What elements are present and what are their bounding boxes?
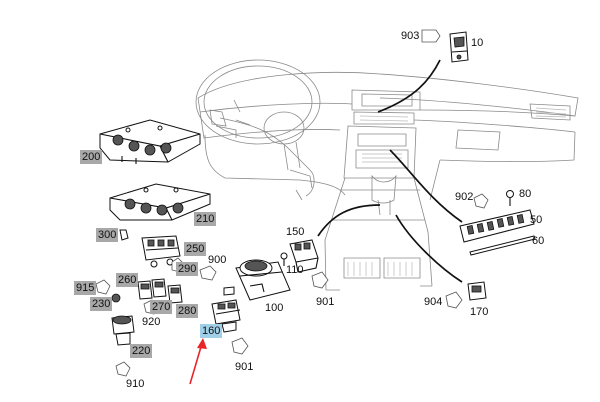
label-part-110: 110 (286, 264, 304, 276)
connector-tag-904 (445, 291, 463, 309)
label-part-910: 910 (126, 378, 145, 390)
red-arrow-head (197, 338, 207, 349)
label-part-50: 50 (530, 214, 543, 226)
label-part-150: 150 (286, 226, 305, 238)
label-part-100: 100 (265, 302, 284, 314)
label-part-80: 80 (519, 188, 532, 200)
leader-line-150 (317, 204, 381, 237)
leader-line-50 (389, 149, 463, 223)
part-170-switch (467, 281, 487, 301)
label-part-920: 920 (142, 316, 161, 328)
part-100-controller (235, 259, 291, 301)
label-part-10: 10 (471, 37, 484, 49)
connector-tag-901-upper (311, 271, 329, 289)
dashboard-outline (195, 59, 579, 291)
part-900-plug (223, 286, 235, 296)
label-part-230: 230 (90, 297, 113, 311)
label-part-260: 260 (116, 273, 139, 287)
label-part-300: 300 (96, 228, 119, 242)
part-300-clip (119, 229, 129, 241)
label-part-60: 60 (532, 235, 545, 247)
part-150-switch-module (289, 239, 319, 273)
label-part-290: 290 (176, 262, 199, 276)
part-250-switch-block (141, 235, 181, 268)
label-part-915: 915 (74, 281, 97, 295)
label-part-270: 270 (150, 300, 173, 314)
leader-line-170 (395, 214, 463, 283)
part-260-270-280-switches (137, 278, 183, 304)
part-10-switch (449, 31, 469, 63)
label-part-901-upper: 901 (316, 296, 335, 308)
part-80-screw (506, 190, 514, 206)
part-200-console-panel (99, 119, 201, 164)
label-part-904: 904 (424, 296, 443, 308)
connector-tag-910 (115, 361, 131, 377)
label-part-160-selected[interactable]: 160 (200, 324, 223, 338)
label-part-900: 900 (208, 254, 227, 266)
connector-tag-903 (421, 29, 441, 43)
label-part-210: 210 (194, 212, 217, 226)
label-part-903: 903 (401, 30, 420, 42)
label-part-170: 170 (470, 306, 489, 318)
part-110-screw (280, 252, 288, 266)
part-220-switch (111, 315, 135, 346)
part-60-trim-strip (469, 235, 536, 256)
part-50-switch-bar (459, 209, 535, 243)
label-part-901-lower: 901 (235, 361, 254, 373)
part-160-switch (211, 299, 241, 333)
leader-line-10 (377, 59, 441, 113)
connector-tag-902 (473, 193, 489, 209)
part-210-console-panel (109, 183, 211, 221)
leader-lines (189, 59, 463, 385)
label-part-902: 902 (455, 191, 474, 203)
connector-tag-915 (95, 279, 111, 295)
label-part-200: 200 (80, 150, 103, 164)
part-230-knob (111, 293, 121, 303)
connector-tag-901-lower (231, 337, 249, 355)
label-part-280: 280 (176, 304, 199, 318)
connector-tag-900 (199, 265, 217, 281)
label-part-220: 220 (130, 344, 153, 358)
label-part-250: 250 (184, 242, 207, 256)
